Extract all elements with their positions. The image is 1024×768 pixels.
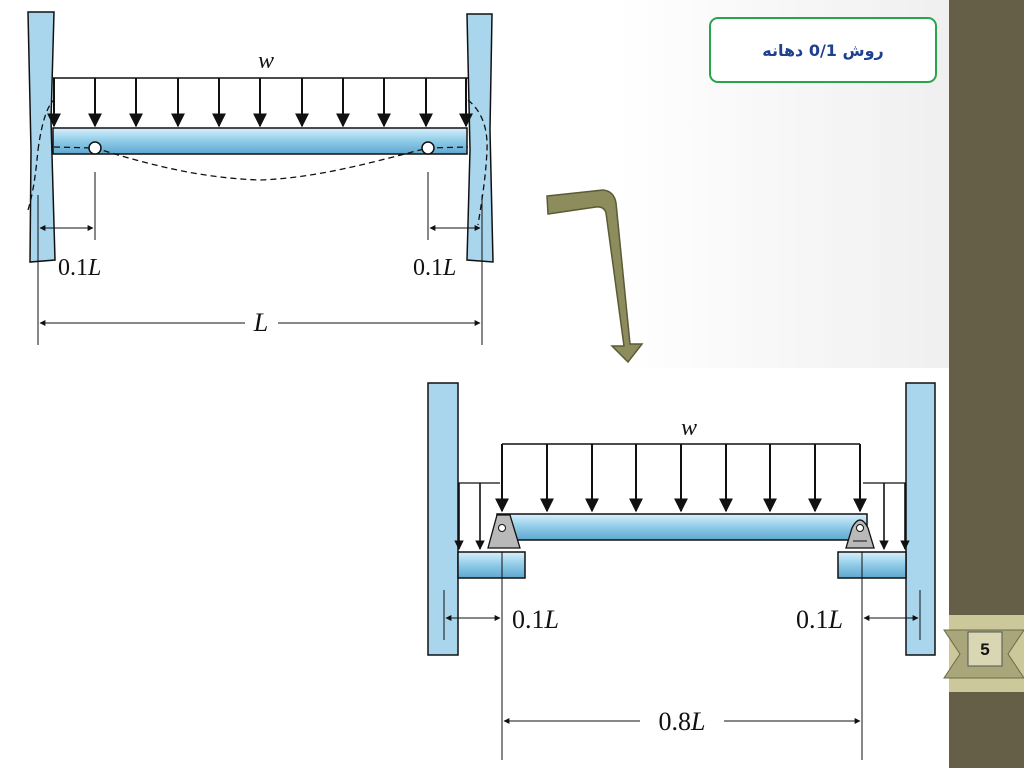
transition-arrow-icon	[546, 189, 644, 364]
top-left-wall	[27, 11, 56, 263]
top-beam-deflection	[53, 146, 469, 181]
bottom-right-cantilever	[837, 551, 907, 579]
page-number: 5	[980, 640, 989, 659]
top-right-wall	[466, 13, 494, 263]
top-load-arrows	[47, 78, 473, 128]
bottom-left-cantilever	[457, 551, 526, 579]
top-beam	[52, 127, 468, 155]
slide-title: روش 0/1 دهانه	[762, 40, 884, 60]
top-left-dim-label: 0.1L	[58, 255, 101, 281]
bottom-left-wall	[427, 382, 459, 656]
page-number-badge: 5	[943, 615, 1024, 692]
bottom-left-pin-support	[487, 514, 521, 549]
top-figure: w 0.1L 0.1L L	[27, 11, 494, 345]
bottom-right-roller-icon	[856, 524, 864, 532]
top-span-label: L	[253, 308, 268, 337]
title-box: روش 0/1 دهانه	[709, 17, 937, 83]
bottom-main-beam	[496, 513, 868, 541]
page-number-box	[967, 631, 1003, 667]
bottom-load-arrows	[495, 444, 867, 513]
top-load-label: w	[258, 48, 274, 74]
top-right-wall-deflection	[467, 99, 488, 226]
bottom-span-label: 0.8L	[659, 707, 706, 736]
top-right-dim-label: 0.1L	[413, 255, 456, 281]
top-right-inflection-point	[421, 141, 435, 155]
bottom-left-pin-icon	[498, 524, 506, 532]
bottom-right-dim-label: 0.1L	[796, 605, 843, 634]
top-left-wall-deflection	[27, 99, 55, 211]
bottom-figure: w 0.1L 0.1L 0.8L	[427, 382, 936, 760]
bottom-load-label: w	[681, 415, 697, 441]
bottom-left-dim-label: 0.1L	[512, 605, 559, 634]
top-left-inflection-point	[88, 141, 102, 155]
